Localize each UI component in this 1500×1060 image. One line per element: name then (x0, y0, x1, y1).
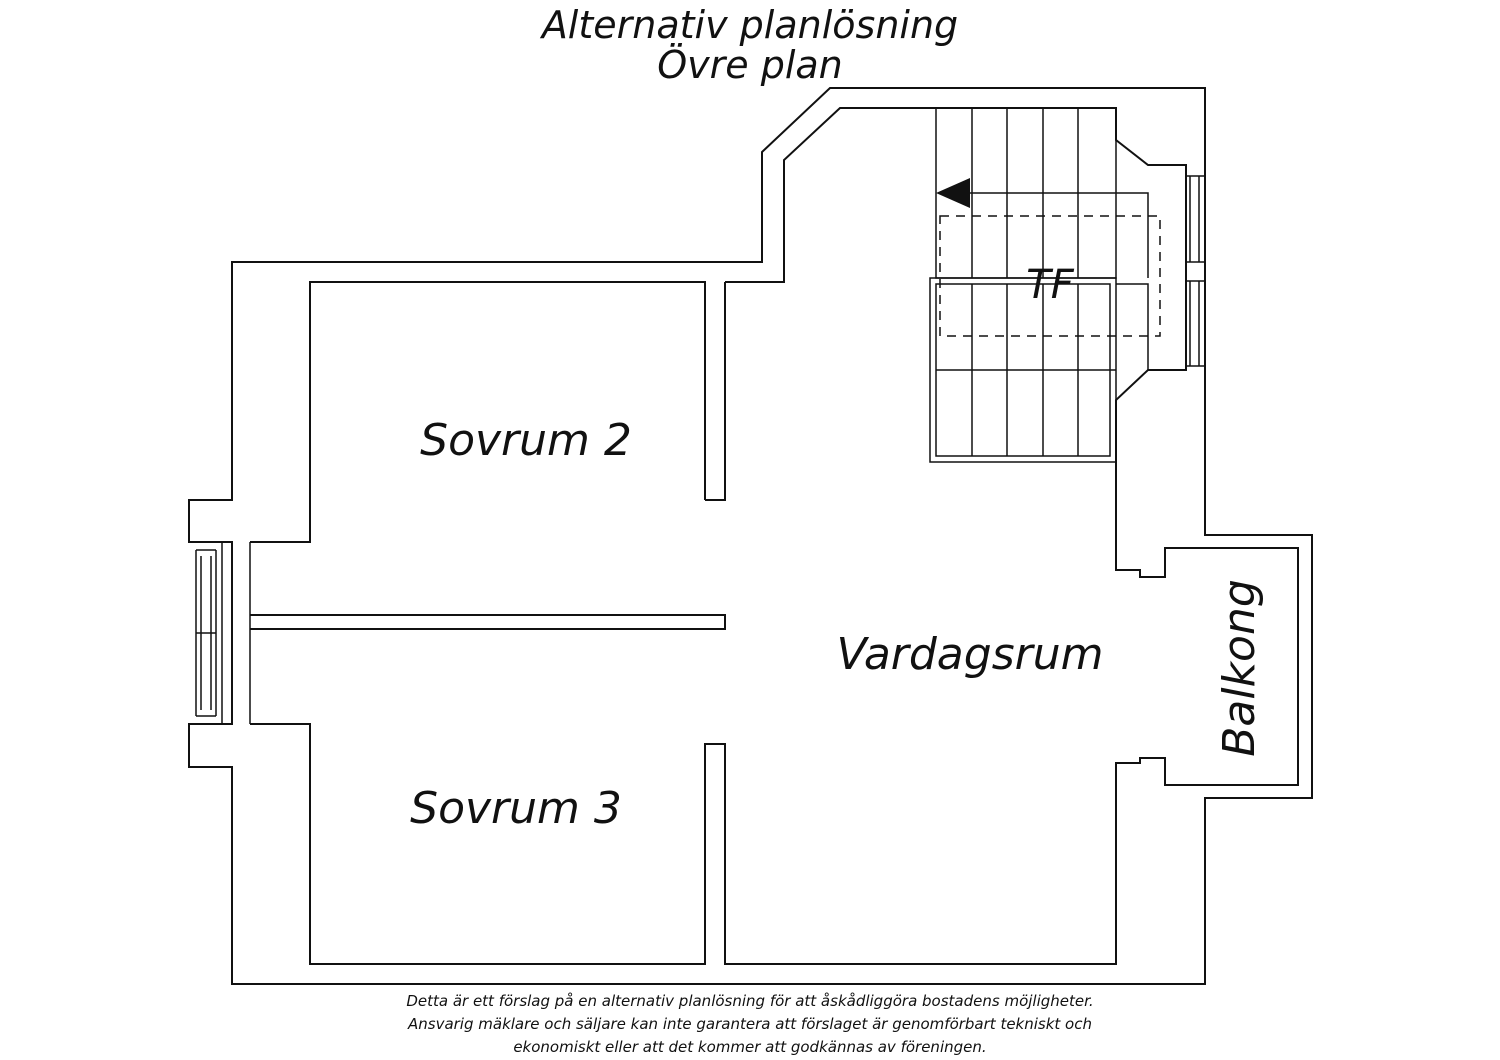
disclaimer-line-1: Detta är ett förslag på en alternativ pl… (406, 992, 1094, 1010)
outer-wall (188, 87, 1313, 985)
bedroom-partition (250, 614, 726, 630)
room-label-balcony: Balkong (1214, 579, 1265, 757)
right-window-upper (1185, 175, 1205, 263)
plan-title: Alternativ planlösning (541, 3, 959, 47)
skylight-outline (939, 215, 1161, 337)
stair-arrow-icon (936, 178, 970, 208)
room-label-bedroom-2: Sovrum 2 (420, 415, 632, 466)
disclaimer-line-3: ekonomiskt eller att det kommer att godk… (513, 1038, 987, 1056)
living-room-walls (250, 107, 1299, 965)
disclaimer: Detta är ett förslag på en alternativ pl… (0, 990, 1500, 1059)
label-skylight: TF (1026, 262, 1074, 308)
disclaimer-line-2: Ansvarig mäklare och säljare kan inte ga… (407, 1015, 1092, 1033)
plan-subtitle: Övre plan (657, 43, 843, 87)
room-label-bedroom-3: Sovrum 3 (410, 783, 622, 834)
right-window-lower (1186, 280, 1205, 367)
room-label-living-room: Vardagsrum (837, 629, 1104, 680)
bedroom-2-walls (250, 281, 706, 543)
staircase-lower-steps (936, 283, 1149, 456)
left-window (195, 542, 251, 724)
bedroom-2-door-jamb (705, 282, 726, 501)
